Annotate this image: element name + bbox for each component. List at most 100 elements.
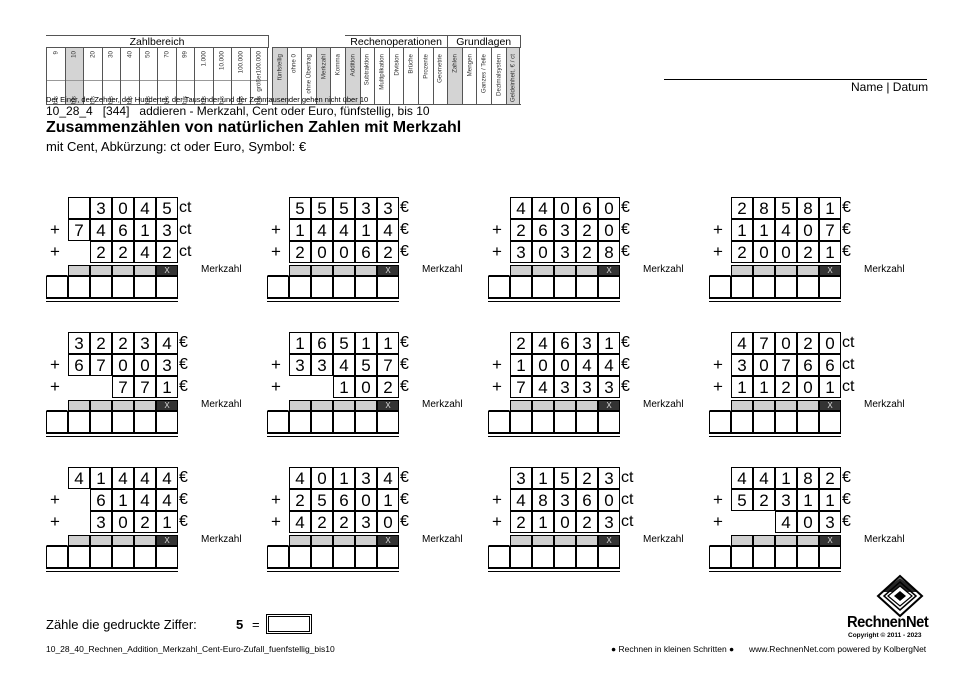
carry-cell[interactable] [510, 535, 532, 546]
carry-cell[interactable] [311, 400, 333, 411]
result-cell[interactable] [576, 276, 598, 298]
carry-cell[interactable] [532, 400, 554, 411]
result-cell[interactable] [532, 411, 554, 433]
result-cell[interactable] [731, 276, 753, 298]
carry-cell[interactable] [709, 265, 731, 276]
result-cell[interactable] [355, 546, 377, 568]
carry-cell[interactable] [510, 265, 532, 276]
result-cell[interactable] [377, 546, 399, 568]
carry-cell[interactable] [90, 400, 112, 411]
carry-cell[interactable] [289, 265, 311, 276]
result-cell[interactable] [68, 411, 90, 433]
result-cell[interactable] [333, 276, 355, 298]
carry-cell[interactable] [68, 265, 90, 276]
result-cell[interactable] [554, 546, 576, 568]
result-cell[interactable] [488, 276, 510, 298]
result-cell[interactable] [598, 276, 620, 298]
carry-cell[interactable] [488, 265, 510, 276]
carry-cell[interactable] [90, 265, 112, 276]
carry-cell[interactable] [134, 535, 156, 546]
result-cell[interactable] [554, 276, 576, 298]
carry-cell[interactable] [554, 400, 576, 411]
result-cell[interactable] [819, 411, 841, 433]
carry-cell[interactable] [775, 400, 797, 411]
result-cell[interactable] [333, 411, 355, 433]
carry-cell[interactable] [775, 265, 797, 276]
result-cell[interactable] [753, 411, 775, 433]
carry-cell[interactable] [289, 400, 311, 411]
result-cell[interactable] [311, 411, 333, 433]
result-cell[interactable] [510, 276, 532, 298]
result-cell[interactable] [267, 276, 289, 298]
result-cell[interactable] [598, 546, 620, 568]
result-cell[interactable] [797, 276, 819, 298]
carry-cell[interactable] [333, 400, 355, 411]
carry-cell[interactable] [134, 400, 156, 411]
carry-cell[interactable] [731, 400, 753, 411]
result-cell[interactable] [488, 546, 510, 568]
carry-cell[interactable] [554, 265, 576, 276]
carry-cell[interactable] [267, 265, 289, 276]
result-cell[interactable] [289, 411, 311, 433]
result-cell[interactable] [377, 411, 399, 433]
result-cell[interactable] [156, 411, 178, 433]
result-cell[interactable] [134, 276, 156, 298]
result-cell[interactable] [731, 411, 753, 433]
result-cell[interactable] [819, 276, 841, 298]
carry-cell[interactable] [576, 535, 598, 546]
result-cell[interactable] [46, 411, 68, 433]
result-cell[interactable] [576, 411, 598, 433]
result-cell[interactable] [775, 546, 797, 568]
carry-cell[interactable] [731, 535, 753, 546]
result-cell[interactable] [46, 276, 68, 298]
result-cell[interactable] [267, 546, 289, 568]
carry-cell[interactable] [355, 265, 377, 276]
result-cell[interactable] [90, 411, 112, 433]
carry-cell[interactable] [576, 400, 598, 411]
carry-cell[interactable] [532, 535, 554, 546]
result-cell[interactable] [554, 411, 576, 433]
result-cell[interactable] [709, 546, 731, 568]
result-cell[interactable] [289, 546, 311, 568]
carry-cell[interactable] [355, 535, 377, 546]
count-answer-box[interactable] [266, 614, 312, 634]
result-cell[interactable] [510, 411, 532, 433]
carry-cell[interactable] [576, 265, 598, 276]
carry-cell[interactable] [797, 400, 819, 411]
carry-cell[interactable] [112, 535, 134, 546]
carry-cell[interactable] [311, 265, 333, 276]
carry-cell[interactable] [775, 535, 797, 546]
carry-cell[interactable] [267, 535, 289, 546]
result-cell[interactable] [134, 546, 156, 568]
result-cell[interactable] [311, 546, 333, 568]
result-cell[interactable] [753, 276, 775, 298]
result-cell[interactable] [510, 546, 532, 568]
carry-cell[interactable] [46, 265, 68, 276]
result-cell[interactable] [488, 411, 510, 433]
result-cell[interactable] [753, 546, 775, 568]
result-cell[interactable] [775, 411, 797, 433]
carry-cell[interactable] [355, 400, 377, 411]
result-cell[interactable] [311, 276, 333, 298]
result-cell[interactable] [532, 546, 554, 568]
result-cell[interactable] [532, 276, 554, 298]
carry-cell[interactable] [488, 535, 510, 546]
result-cell[interactable] [267, 411, 289, 433]
result-cell[interactable] [731, 546, 753, 568]
carry-cell[interactable] [134, 265, 156, 276]
result-cell[interactable] [90, 546, 112, 568]
result-cell[interactable] [68, 276, 90, 298]
result-cell[interactable] [355, 276, 377, 298]
carry-cell[interactable] [90, 535, 112, 546]
result-cell[interactable] [333, 546, 355, 568]
result-cell[interactable] [377, 276, 399, 298]
carry-cell[interactable] [46, 535, 68, 546]
result-cell[interactable] [289, 276, 311, 298]
result-cell[interactable] [775, 276, 797, 298]
result-cell[interactable] [156, 276, 178, 298]
carry-cell[interactable] [112, 265, 134, 276]
carry-cell[interactable] [333, 535, 355, 546]
result-cell[interactable] [134, 411, 156, 433]
result-cell[interactable] [68, 546, 90, 568]
carry-cell[interactable] [46, 400, 68, 411]
